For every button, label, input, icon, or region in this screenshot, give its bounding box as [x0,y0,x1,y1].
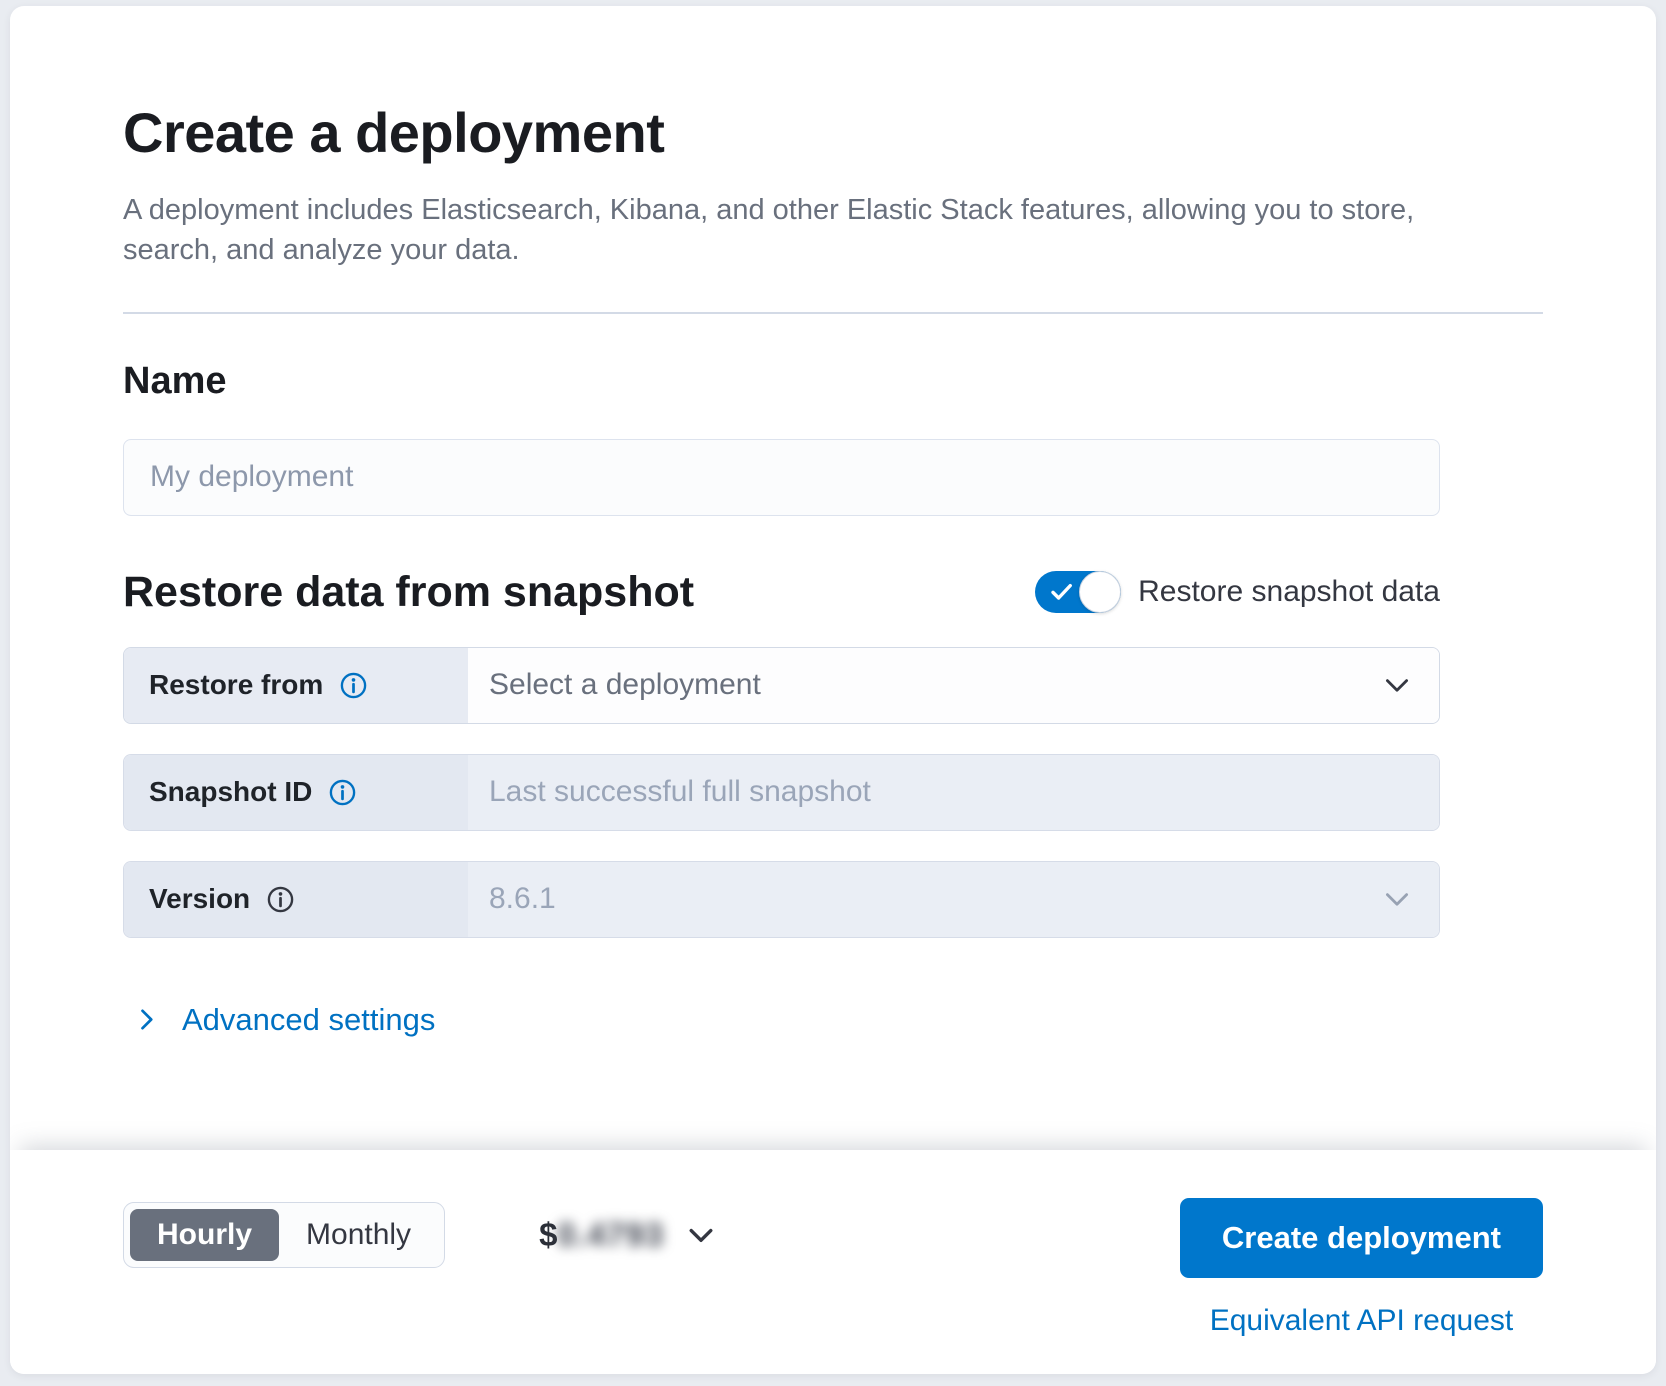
chevron-right-icon [132,1005,161,1034]
toggle-knob [1079,571,1122,614]
footer-bar: Hourly Monthly $0.4793 Create deployment… [10,1150,1656,1374]
hourly-button[interactable]: Hourly [130,1209,280,1261]
version-select: 8.6.1 [468,861,1439,937]
price-dropdown[interactable]: $0.4793 [539,1216,718,1254]
advanced-settings-label: Advanced settings [182,1001,436,1037]
deployment-name-input[interactable] [123,438,1440,516]
restore-from-row: Restore from Select a deployment [123,646,1440,724]
restore-from-label: Restore from [149,669,324,701]
restore-from-select-value: Select a deployment [489,668,761,702]
chevron-down-icon [1381,883,1413,915]
divider [123,311,1543,314]
restore-from-select[interactable]: Select a deployment [468,647,1439,723]
name-section-heading: Name [123,359,227,402]
restore-snapshot-toggle-label: Restore snapshot data [1138,575,1440,609]
snapshot-id-label: Snapshot ID [149,776,313,808]
restore-from-label-cell: Restore from [124,647,468,723]
chevron-down-icon [684,1218,718,1252]
version-row: Version 8.6.1 [123,860,1440,938]
page-title: Create a deployment [123,101,665,164]
price-currency: $ [539,1216,558,1253]
restore-snapshot-toggle-group: Restore snapshot data [1035,571,1440,614]
info-icon[interactable] [266,885,295,914]
create-deployment-button[interactable]: Create deployment [1179,1198,1543,1278]
version-label: Version [149,883,251,915]
page-subtitle: A deployment includes Elasticsearch, Kib… [123,193,1415,266]
main-content: Create a deployment A deployment include… [10,6,1656,1150]
equivalent-api-request-link[interactable]: Equivalent API request [1209,1304,1514,1337]
info-icon[interactable] [339,671,368,700]
version-label-cell: Version [124,861,468,937]
snapshot-id-input: Last successful full snapshot [468,754,1439,830]
create-deployment-card: Create a deployment A deployment include… [10,6,1656,1374]
snapshot-id-row: Snapshot ID Last successful full snapsho… [123,753,1440,831]
price-text: $0.4793 [539,1216,664,1254]
monthly-button[interactable]: Monthly [279,1209,438,1261]
footer-left-group: Hourly Monthly $0.4793 [123,1202,718,1268]
restore-snapshot-toggle[interactable] [1035,571,1122,614]
info-icon[interactable] [328,778,357,807]
checkmark-icon [1047,577,1077,607]
price-amount-blurred: 0.4793 [557,1216,665,1253]
version-select-value: 8.6.1 [489,882,556,916]
advanced-settings-link[interactable]: Advanced settings [132,1002,435,1038]
snapshot-section-header: Restore data from snapshot Restore snaps… [123,568,1440,617]
snapshot-id-label-cell: Snapshot ID [124,754,468,830]
footer-right-group: Create deployment Equivalent API request [1179,1198,1543,1338]
billing-interval-toggle: Hourly Monthly [123,1202,446,1268]
chevron-down-icon [1381,669,1413,701]
snapshot-section-heading: Restore data from snapshot [123,567,695,616]
snapshot-id-placeholder: Last successful full snapshot [489,775,871,809]
